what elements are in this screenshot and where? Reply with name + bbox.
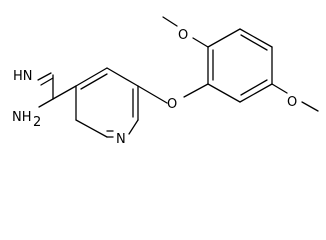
pyridine-n-label: N bbox=[116, 132, 126, 147]
amidine-group bbox=[37, 72, 77, 108]
c-nh2-bond bbox=[38, 98, 54, 108]
phenyl-bond-2 bbox=[207, 28, 241, 48]
o-phenyl-bond bbox=[183, 83, 209, 98]
pyridine-bond-6 bbox=[75, 119, 108, 138]
amine-nh2-label: NH bbox=[12, 110, 32, 125]
imine-nh-label: HN bbox=[13, 69, 33, 84]
pyridine-bond-4 bbox=[128, 119, 139, 135]
dimethoxyphenyl-ring bbox=[207, 28, 273, 103]
phenyl-bond-3 bbox=[239, 28, 273, 48]
methoxy-groups bbox=[162, 16, 319, 112]
chemical-structure: HN NH 2 N O O O bbox=[12, 16, 319, 147]
right-methoxy-o-label: O bbox=[287, 95, 297, 110]
ether-o-label: O bbox=[167, 97, 177, 112]
c-n-imine-double-bond-a bbox=[37, 72, 52, 81]
top-methoxy-o-label: O bbox=[178, 28, 188, 43]
top-methoxy-bond-2 bbox=[162, 16, 178, 27]
c-n-imine-double-bond-b bbox=[40, 77, 54, 86]
phenyl-bond-5-inner bbox=[240, 79, 268, 96]
phenyl-bond-5 bbox=[239, 83, 273, 103]
right-methoxy-bond-2 bbox=[301, 101, 319, 112]
pyridine-o-bond bbox=[137, 85, 168, 104]
phenyl-bond-3-inner bbox=[240, 34, 268, 51]
top-methoxy-bond-1 bbox=[192, 37, 209, 48]
pyridine-bond-2 bbox=[106, 67, 139, 87]
right-methoxy-bond-1 bbox=[271, 83, 288, 94]
amine-nh2-subscript: 2 bbox=[33, 115, 41, 130]
pyridine-bond-1-inner bbox=[80, 73, 108, 90]
phenyl-bond-6 bbox=[207, 83, 241, 103]
pyridine-bond-1 bbox=[75, 67, 108, 87]
pyridine-ring bbox=[75, 67, 139, 138]
ether-linkage bbox=[137, 83, 209, 104]
amidine-ring-bond bbox=[52, 85, 77, 100]
